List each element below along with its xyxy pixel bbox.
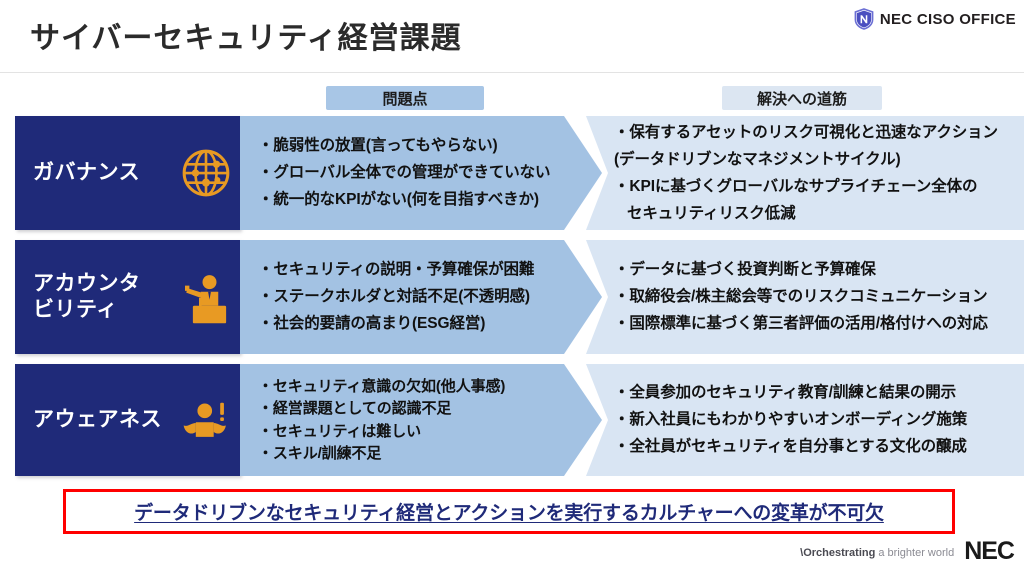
globe-network-icon — [182, 149, 230, 197]
bullet-item: ・取締役会/株主総会等でのリスクコミュニケーション — [614, 288, 988, 305]
category-block-governance: ガバナンス — [15, 116, 240, 230]
shrugging-person-alert-icon — [183, 402, 226, 437]
bullet-item-continuation: セキュリティリスク低減 — [627, 204, 796, 222]
bullet-item: ・KPIに基づくグローバルなサプライチェーン全体の — [614, 177, 978, 195]
bullet-item: ・統一的なKPIがない(何を目指すべきか) — [258, 191, 539, 208]
bullet-item: ・全員参加のセキュリティ教育/訓練と結果の開示 — [614, 384, 957, 401]
bullet-item: ・国際標準に基づく第三者評価の活用/格付けへの対応 — [614, 315, 988, 332]
problem-panel: ・セキュリティ意識の欠如(他人事感) ・経営課題としての認識不足 ・セキュリティ… — [240, 364, 602, 476]
conclusion-callout: データドリブンなセキュリティ経営とアクションを実行するカルチャーへの変革が不可欠 — [63, 489, 955, 534]
bullet-item: ・全社員がセキュリティを自分事とする文化の醸成 — [614, 438, 967, 455]
category-label-line1: アカウンタ — [33, 272, 141, 296]
bullet-item: ・スキル/訓練不足 — [258, 444, 382, 462]
bullet-item-continuation: (データドリブンなマネジメントサイクル) — [614, 150, 901, 168]
category-label-line2: ビリティ — [33, 298, 118, 321]
problem-panel: ・セキュリティの説明・予算確保が困難 ・ステークホルダと対話不足(不透明感) ・… — [240, 240, 602, 354]
brand-lockup: NEC CISO OFFICE — [854, 8, 1016, 30]
page-title: サイバーセキュリティ経営課題 — [30, 22, 462, 55]
problem-panel: ・脆弱性の放置(言ってもやらない) ・グローバル全体での管理ができていない ・統… — [240, 116, 602, 230]
podium-speaker-icon — [185, 275, 227, 324]
solution-panel: ・保有するアセットのリスク可視化と迅速なアクション (データドリブンなマネジメン… — [586, 116, 1024, 230]
brand-text: NEC CISO OFFICE — [879, 10, 1016, 28]
bullet-item: ・セキュリティは難しい — [258, 422, 422, 440]
bullet-item: ・グローバル全体での管理ができていない — [258, 164, 551, 181]
column-header-problem: 問題点 — [326, 86, 484, 110]
bullet-item: ・データに基づく投資判断と予算確保 — [614, 261, 876, 278]
bullet-item: ・新入社員にもわかりやすいオンボーディング施策 — [614, 411, 968, 428]
category-label: アウェアネス — [33, 408, 162, 432]
bullet-item: ・ステークホルダと対話不足(不透明感) — [258, 288, 530, 305]
nec-tagline: \Orchestrating a brighter world — [800, 547, 954, 562]
category-label: ガバナンス — [33, 161, 141, 185]
solution-panel: ・データに基づく投資判断と予算確保 ・取締役会/株主総会等でのリスクコミュニケー… — [586, 240, 1024, 354]
bullet-item: ・保有するアセットのリスク可視化と迅速なアクション — [614, 123, 998, 141]
nec-shield-logo-icon — [854, 8, 874, 30]
conclusion-text: データドリブンなセキュリティ経営とアクションを実行するカルチャーへの変革が不可欠 — [134, 503, 884, 524]
bullet-item: ・セキュリティの説明・予算確保が困難 — [258, 261, 535, 278]
nec-wordmark: NEC — [964, 536, 1015, 565]
footer: \Orchestrating a brighter world NEC — [800, 536, 1015, 565]
solution-panel: ・全員参加のセキュリティ教育/訓練と結果の開示 ・新入社員にもわかりやすいオンボ… — [586, 364, 1024, 476]
category-block-accountability: アカウンタビリティ — [15, 240, 240, 354]
bullet-item: ・セキュリティ意識の欠如(他人事感) — [258, 377, 506, 395]
bullet-item: ・脆弱性の放置(言ってもやらない) — [258, 137, 498, 154]
nec-tagline-rest: a brighter world — [875, 547, 955, 559]
bullet-item: ・経営課題としての認識不足 — [258, 400, 452, 418]
category-block-awareness: アウェアネス — [15, 364, 240, 476]
column-header-solution: 解決への道筋 — [722, 86, 882, 110]
title-divider — [0, 72, 1024, 73]
nec-tagline-bold: \Orchestrating — [800, 547, 876, 559]
category-label: アカウンタビリティ — [33, 271, 174, 322]
bullet-item: ・社会的要請の高まり(ESG経営) — [258, 315, 486, 332]
